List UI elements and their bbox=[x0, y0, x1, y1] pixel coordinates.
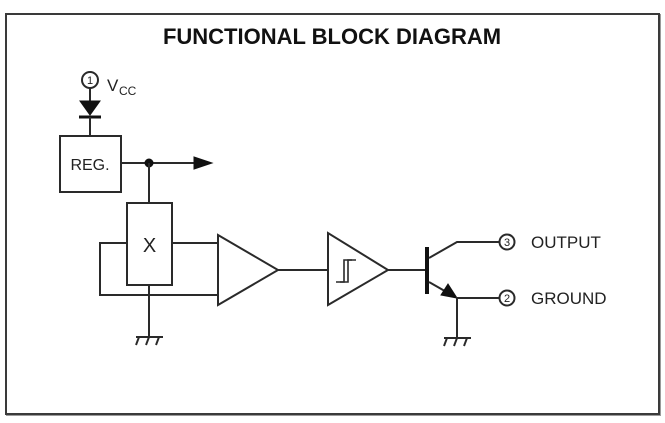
emitter-arrow bbox=[440, 283, 459, 299]
ground-icon bbox=[135, 336, 163, 346]
diagram-title: FUNCTIONAL BLOCK DIAGRAM bbox=[163, 24, 501, 49]
npn-transistor-icon bbox=[425, 241, 500, 299]
diode-icon bbox=[79, 100, 101, 119]
wire-hall-loop bbox=[99, 242, 218, 296]
transistor-collector bbox=[428, 241, 500, 259]
output-label: OUTPUT bbox=[531, 233, 601, 252]
regulator-label: REG. bbox=[70, 157, 109, 174]
diagram-frame bbox=[5, 13, 660, 415]
vcc-label-main: V bbox=[107, 76, 119, 95]
pin-3-circle bbox=[498, 233, 516, 251]
pin-2-number: 2 bbox=[504, 293, 510, 305]
vcc-label-sub: CC bbox=[119, 84, 137, 98]
pin-3-number: 3 bbox=[504, 237, 510, 249]
hysteresis-icon bbox=[336, 259, 356, 283]
arrow-right-icon bbox=[193, 156, 214, 170]
pin-3-output: 3 OUTPUT bbox=[498, 233, 601, 252]
pin-1-vcc: 1 V CC bbox=[81, 71, 137, 98]
pin-2-ground: 2 GROUND bbox=[498, 289, 607, 308]
ground-icon bbox=[443, 337, 471, 347]
regulator-block: REG. bbox=[59, 135, 122, 193]
ground-label: GROUND bbox=[531, 289, 607, 308]
hall-element-label: X bbox=[143, 235, 156, 257]
hall-element-block: X bbox=[126, 202, 173, 286]
schmitt-trigger-triangle bbox=[327, 231, 390, 307]
schmitt-trigger-block bbox=[327, 231, 390, 307]
pin-1-number: 1 bbox=[87, 75, 93, 87]
pin-2-circle bbox=[498, 289, 516, 307]
diode-triangle bbox=[79, 100, 101, 116]
amplifier-triangle bbox=[217, 233, 280, 307]
